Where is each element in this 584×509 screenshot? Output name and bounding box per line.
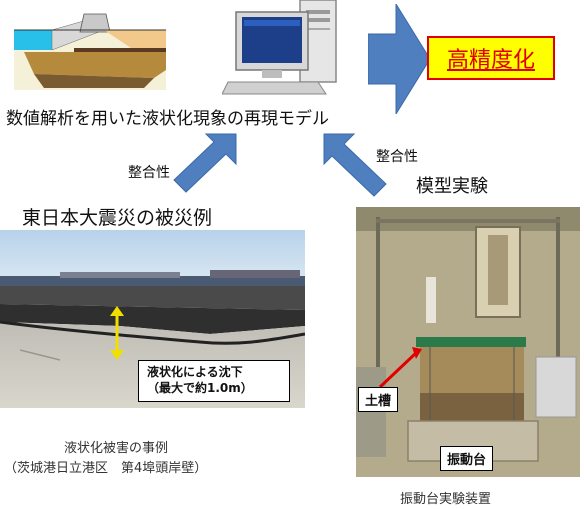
ground-model-illustration [14, 13, 166, 90]
precision-box: 高精度化 [427, 36, 555, 80]
big-right-arrow [368, 4, 430, 114]
consistency-arrow-left [173, 133, 237, 193]
disaster-example-title: 東日本大震災の被災例 [22, 207, 213, 229]
model-experiment-title: 模型実験 [416, 176, 488, 197]
case-caption-line-2: （茨城港日立港区 第4埠頭岸壁） [4, 461, 208, 476]
model-caption: 数値解析を用いた液状化現象の再現モデル [6, 109, 329, 129]
computer-icon [222, 0, 337, 95]
case-caption-line-1: 液状化被害の事例 [64, 441, 169, 456]
soil-tank-label: 土槽 [358, 387, 399, 412]
subsidence-line-2: （最大で約1.0m） [147, 381, 253, 395]
apparatus-caption: 振動台実験装置 [400, 492, 492, 507]
shake-table-photo [356, 207, 580, 477]
precision-label: 高精度化 [446, 48, 535, 73]
consistency-label-left: 整合性 [128, 165, 170, 181]
consistency-label-right: 整合性 [376, 149, 418, 165]
consistency-arrow-right [323, 133, 387, 197]
subsidence-annotation: 液状化による沈下 （最大で約1.0m） [138, 360, 290, 402]
subsidence-line-1: 液状化による沈下 [147, 365, 243, 379]
shake-table-label: 振動台 [440, 446, 494, 471]
